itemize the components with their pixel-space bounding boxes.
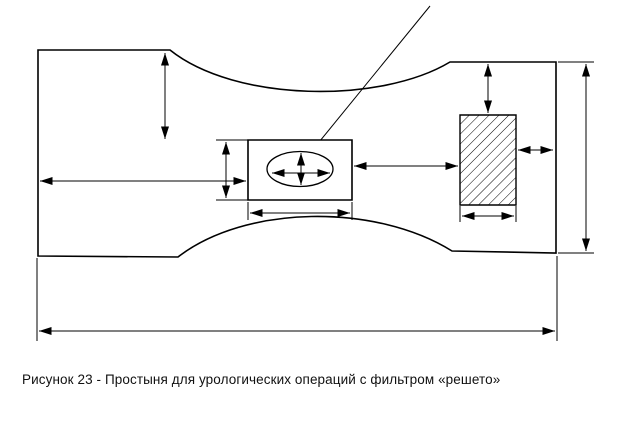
hatched-filter-patch	[460, 115, 516, 205]
technical-drawing	[0, 0, 620, 360]
sheet-outline	[38, 50, 556, 257]
filter-oval	[267, 152, 333, 187]
figure-caption: Рисунок 23 - Простыня для урологических …	[22, 372, 501, 387]
filter-window-rect	[248, 140, 352, 200]
leader-line	[302, 6, 430, 163]
